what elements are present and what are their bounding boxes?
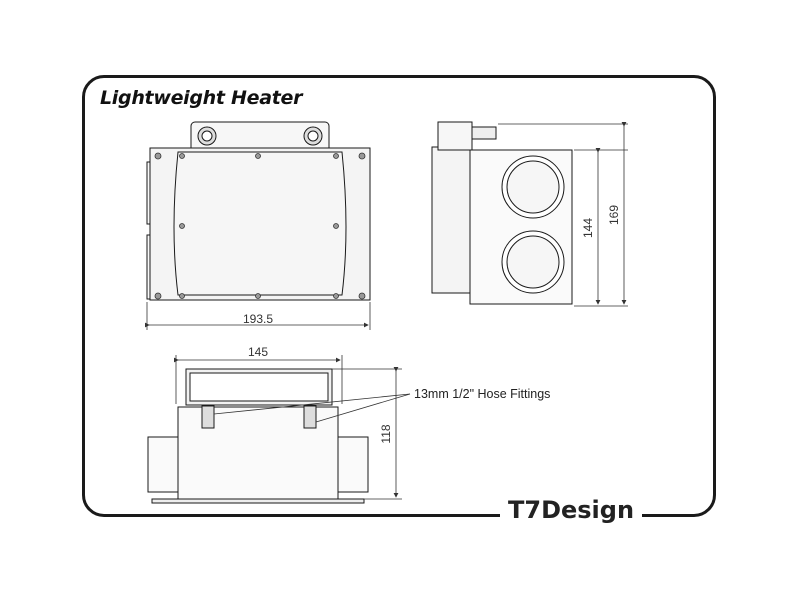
t7design-logo: T7Design: [500, 496, 643, 524]
bottom-duct-right: [337, 436, 369, 493]
bottom-fitting-right: [303, 405, 317, 429]
dim-label-144: 144: [581, 218, 595, 238]
callout-leaders: [213, 393, 411, 423]
bottom-view: [147, 368, 369, 504]
front-view: [146, 121, 371, 301]
dim-label-118: 118: [379, 424, 393, 443]
drawing-title: Lightweight Heater: [100, 87, 303, 109]
dim-bottom: [174, 355, 402, 500]
side-view: [431, 121, 573, 305]
bottom-duct-left: [147, 436, 179, 493]
dim-label-169: 169: [607, 205, 621, 225]
end-cap: [431, 146, 471, 294]
dim-label-145: 145: [248, 345, 268, 359]
dim-front-width: [145, 302, 371, 330]
dim-label-193: 193.5: [243, 312, 273, 326]
hose-fittings-callout: 13mm 1/2" Hose Fittings: [414, 387, 550, 401]
side-hose-fitting: [471, 126, 497, 140]
dim-side: [498, 122, 628, 307]
bottom-fitting-left: [201, 405, 215, 429]
